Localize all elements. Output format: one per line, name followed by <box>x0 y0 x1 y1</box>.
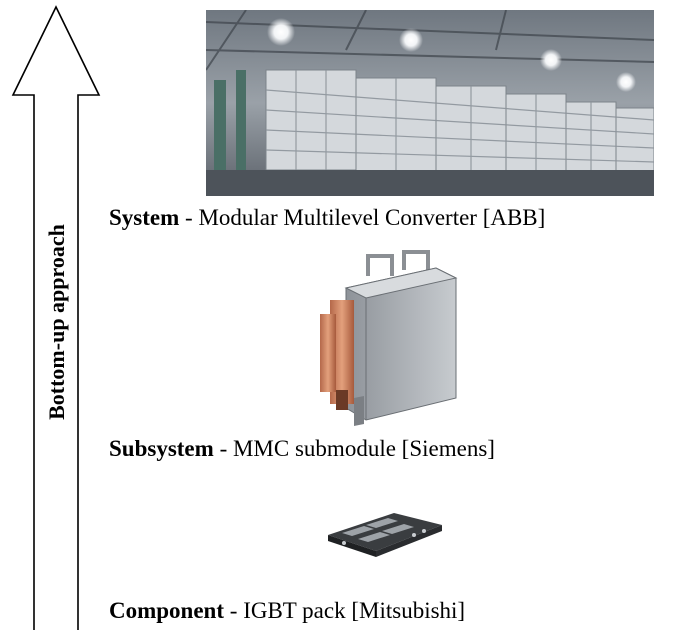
level-name: Component <box>109 598 225 623</box>
level-description: Modular Multilevel Converter [ABB] <box>198 205 546 230</box>
level-name: Subsystem <box>109 436 214 461</box>
level-description: IGBT pack [Mitsubishi] <box>243 598 466 623</box>
caption-system: System - Modular Multilevel Converter [A… <box>109 205 545 231</box>
caption-component: Component - IGBT pack [Mitsubishi] <box>109 598 465 624</box>
separator: - <box>213 436 233 461</box>
level-name: System <box>109 205 180 230</box>
separator: - <box>179 205 199 230</box>
separator: - <box>224 598 244 623</box>
hvdc-converter-hall-photo <box>205 9 655 196</box>
level-description: MMC submodule [Siemens] <box>232 436 495 461</box>
mmc-submodule-photo <box>316 248 462 426</box>
arrow-label: Bottom-up approach <box>44 224 69 420</box>
arrow-shape <box>11 5 101 630</box>
caption-subsystem: Subsystem - MMC submodule [Siemens] <box>109 436 495 462</box>
igbt-module-photo <box>324 505 446 560</box>
